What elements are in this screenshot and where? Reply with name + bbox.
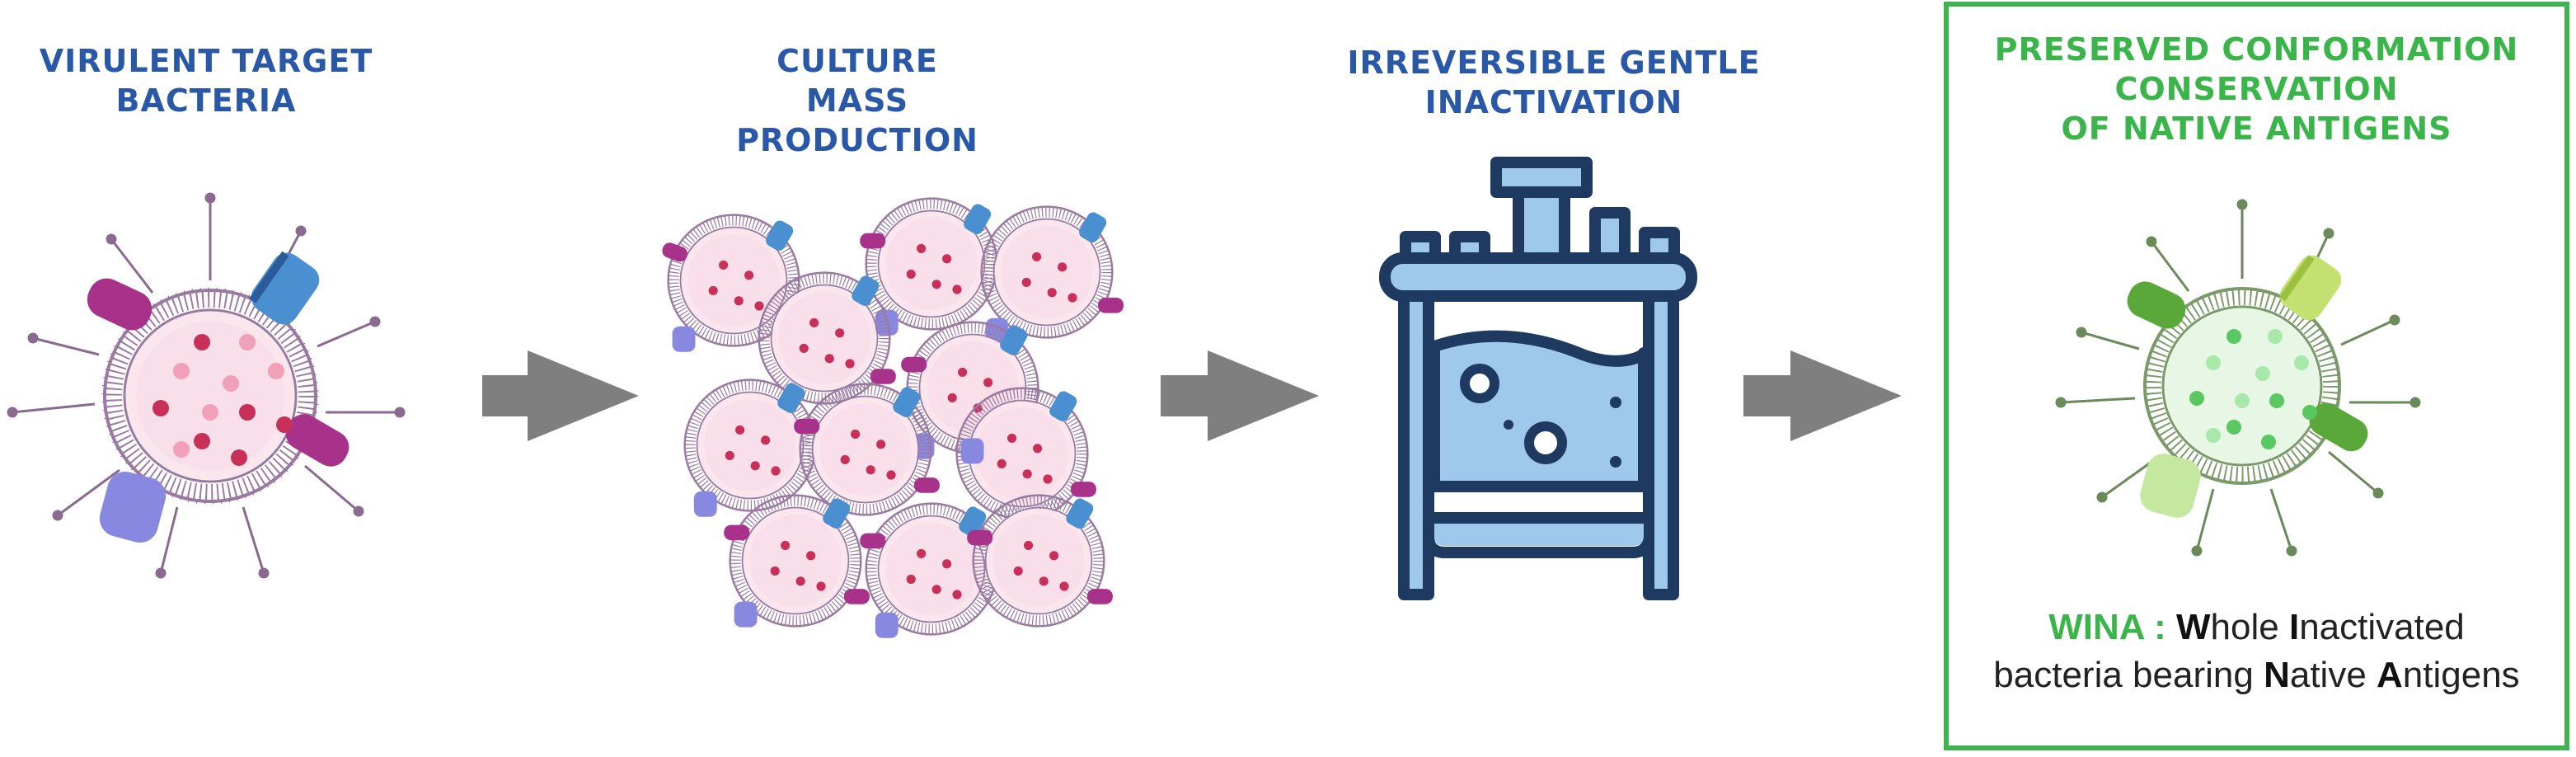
wina-caption-line1: WINA : Whole Inactivated [2048,607,2465,647]
step-title-inactivation: IRREVERSIBLE GENTLE INACTIVATION [1347,45,1761,120]
arrow-right-icon [1161,350,1319,441]
result-panel [1944,2,2569,750]
step-title-preserved-antigens: PRESERVED CONFORMATION CONSERVATION OF N… [1994,31,2519,147]
step-title-virulent-bacteria: VIRULENT TARGET BACTERIA [39,43,373,119]
wina-caption-line2: bacteria bearing Native Antigens [1993,655,2520,695]
bacteria-culture-icon [662,199,1124,638]
bioreactor-icon [1379,157,1697,600]
inactivated-bacterium-icon [2055,199,2421,557]
bacterium-icon [7,192,406,579]
arrow-right-icon [482,350,639,441]
arrow-right-icon [1743,350,1902,441]
wina-acronym: WINA : [2048,607,2166,647]
step-title-culture: CULTURE MASS PRODUCTION [736,43,978,158]
